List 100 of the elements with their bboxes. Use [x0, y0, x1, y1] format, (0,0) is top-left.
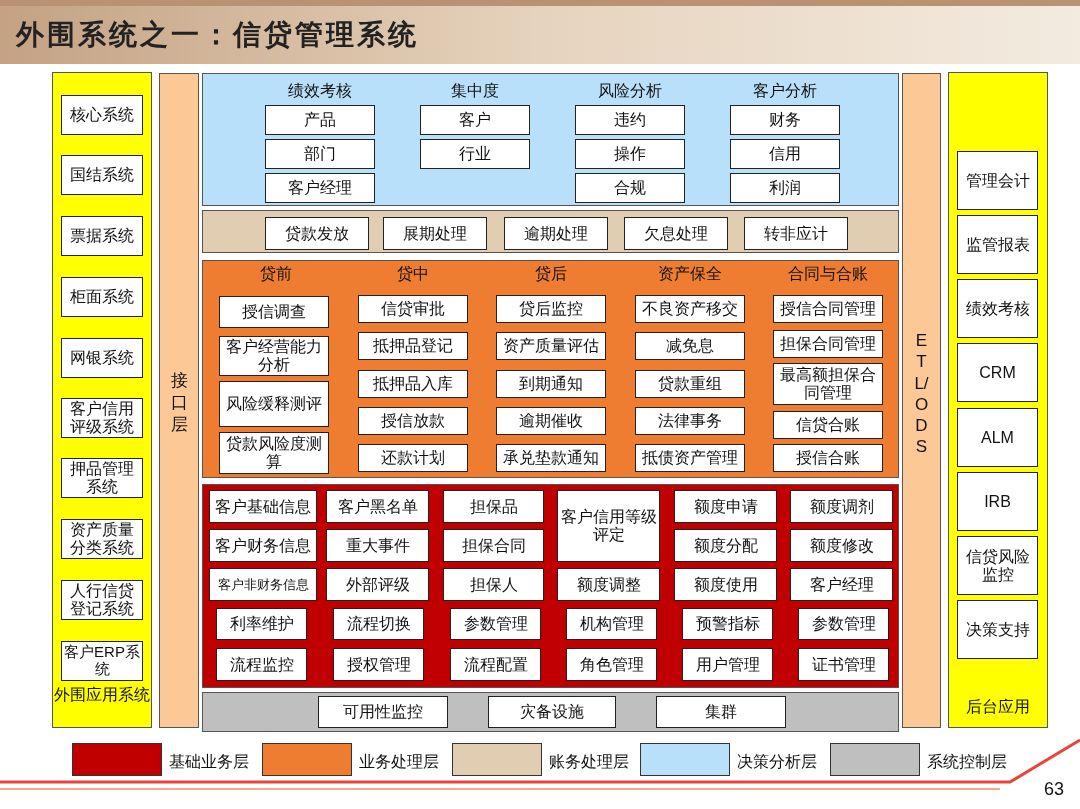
module-box: 参数管理	[450, 608, 541, 640]
module-box: 证书管理	[798, 648, 889, 681]
module-box: CRM	[957, 343, 1038, 402]
module-box: 产品	[265, 105, 375, 135]
module-box: 操作	[575, 139, 685, 169]
column-heading: 资产保全	[657, 265, 723, 284]
title: 外围系统之一：信贷管理系统	[16, 17, 419, 53]
module-box: 担保合同管理	[773, 330, 883, 358]
module-box: 灾备设施	[488, 696, 616, 728]
layer-panel	[202, 484, 899, 688]
module-box: 承兑垫款通知	[496, 444, 606, 472]
layer-panel	[202, 73, 899, 206]
module-box: 客户信用等级评定	[557, 490, 660, 562]
module-box: 额度调整	[557, 568, 660, 601]
module-box: 核心系统	[61, 95, 143, 135]
module-box: 信贷审批	[358, 295, 468, 323]
module-box: 客户经理	[790, 568, 893, 601]
column-heading: 风险分析	[597, 82, 663, 101]
module-box: 额度使用	[674, 568, 777, 601]
column-heading: 绩效考核	[287, 82, 353, 101]
panel-label: 后台应用	[965, 698, 1031, 717]
module-box: IRB	[957, 472, 1038, 531]
module-box: 预警指标	[682, 608, 773, 640]
module-box: 利润	[730, 173, 840, 203]
module-box: 流程监控	[216, 648, 307, 681]
module-box: 到期通知	[496, 370, 606, 398]
module-box: 转非应计	[744, 217, 848, 250]
module-box: 法律事务	[635, 407, 745, 435]
module-box: 客户经理	[265, 173, 375, 203]
legend-label: 系统控制层	[927, 752, 1007, 772]
legend-label: 业务处理层	[359, 752, 439, 772]
panel-label: 外围应用系统	[53, 686, 151, 705]
module-box: 外部评级	[326, 568, 429, 601]
module-box: 信贷风险监控	[957, 536, 1038, 595]
module-box: 绩效考核	[957, 279, 1038, 338]
module-box: 贷款重组	[635, 370, 745, 398]
module-box: 客户ERP系统	[61, 641, 143, 681]
module-box: 授权管理	[333, 648, 424, 681]
module-box: 授信合同管理	[773, 295, 883, 323]
module-box: 授信调查	[219, 296, 329, 328]
layer-panel	[202, 692, 899, 732]
module-box: 监管报表	[957, 215, 1038, 274]
module-box: 合规	[575, 173, 685, 203]
module-box: 抵债资产管理	[635, 444, 745, 472]
column-heading: 贷前	[259, 265, 293, 284]
module-box: 授信放款	[358, 407, 468, 435]
module-box: 授信合账	[773, 444, 883, 472]
module-box: 人行信贷登记系统	[61, 580, 143, 620]
module-box: 网银系统	[61, 338, 143, 378]
module-box: 机构管理	[566, 608, 657, 640]
module-box: 决策支持	[957, 600, 1038, 659]
module-box: 利率维护	[216, 608, 307, 640]
module-box: 信贷合账	[773, 411, 883, 439]
module-box: 逾期处理	[504, 217, 608, 250]
column-heading: 合同与合账	[787, 265, 869, 284]
module-box: 资产质量评估	[496, 332, 606, 360]
module-box: 国结系统	[61, 155, 143, 195]
module-box: 客户基础信息	[209, 490, 317, 523]
system-panel	[52, 72, 152, 728]
module-box: 客户财务信息	[209, 529, 317, 562]
module-box: 部门	[265, 139, 375, 169]
module-box: 客户黑名单	[326, 490, 429, 523]
module-box: 风险缓释测评	[219, 381, 329, 427]
module-box: 财务	[730, 105, 840, 135]
layer-label: 接口层	[169, 370, 189, 437]
module-box: 押品管理系统	[61, 458, 143, 498]
module-box: 最高额担保合同管理	[773, 363, 883, 405]
legend-label: 决策分析层	[737, 752, 817, 772]
legend-label: 基础业务层	[169, 752, 249, 772]
layer-panel	[202, 210, 899, 253]
legend-label: 账务处理层	[549, 752, 629, 772]
module-box: 还款计划	[358, 444, 468, 472]
module-box: 重大事件	[326, 529, 429, 562]
module-box: 不良资产移交	[635, 295, 745, 323]
module-box: 角色管理	[566, 648, 657, 681]
module-box: 集群	[656, 696, 786, 728]
system-panel	[948, 72, 1048, 728]
layer-band	[902, 73, 941, 728]
module-box: 逾期催收	[496, 407, 606, 435]
page-number: 63	[1043, 778, 1064, 800]
module-box: 贷款发放	[265, 217, 369, 250]
module-box: 欠息处理	[624, 217, 728, 250]
module-box: 担保人	[443, 568, 544, 601]
layer-label: ETL/ODS	[913, 330, 930, 458]
module-box: 客户信用评级系统	[61, 398, 143, 438]
module-box: 流程配置	[450, 648, 541, 681]
module-box: ALM	[957, 408, 1038, 467]
module-box: 违约	[575, 105, 685, 135]
module-box: 抵押品入库	[358, 370, 468, 398]
module-box: 额度申请	[674, 490, 777, 523]
module-box: 额度分配	[674, 529, 777, 562]
column-heading: 客户分析	[752, 82, 818, 101]
module-box: 额度修改	[790, 529, 893, 562]
module-box: 客户非财务信息	[209, 568, 317, 601]
module-box: 流程切换	[333, 608, 424, 640]
layer-panel	[202, 260, 899, 478]
column-heading: 集中度	[450, 82, 500, 101]
module-box: 担保品	[443, 490, 544, 523]
module-box: 可用性监控	[318, 696, 448, 728]
module-box: 担保合同	[443, 529, 544, 562]
